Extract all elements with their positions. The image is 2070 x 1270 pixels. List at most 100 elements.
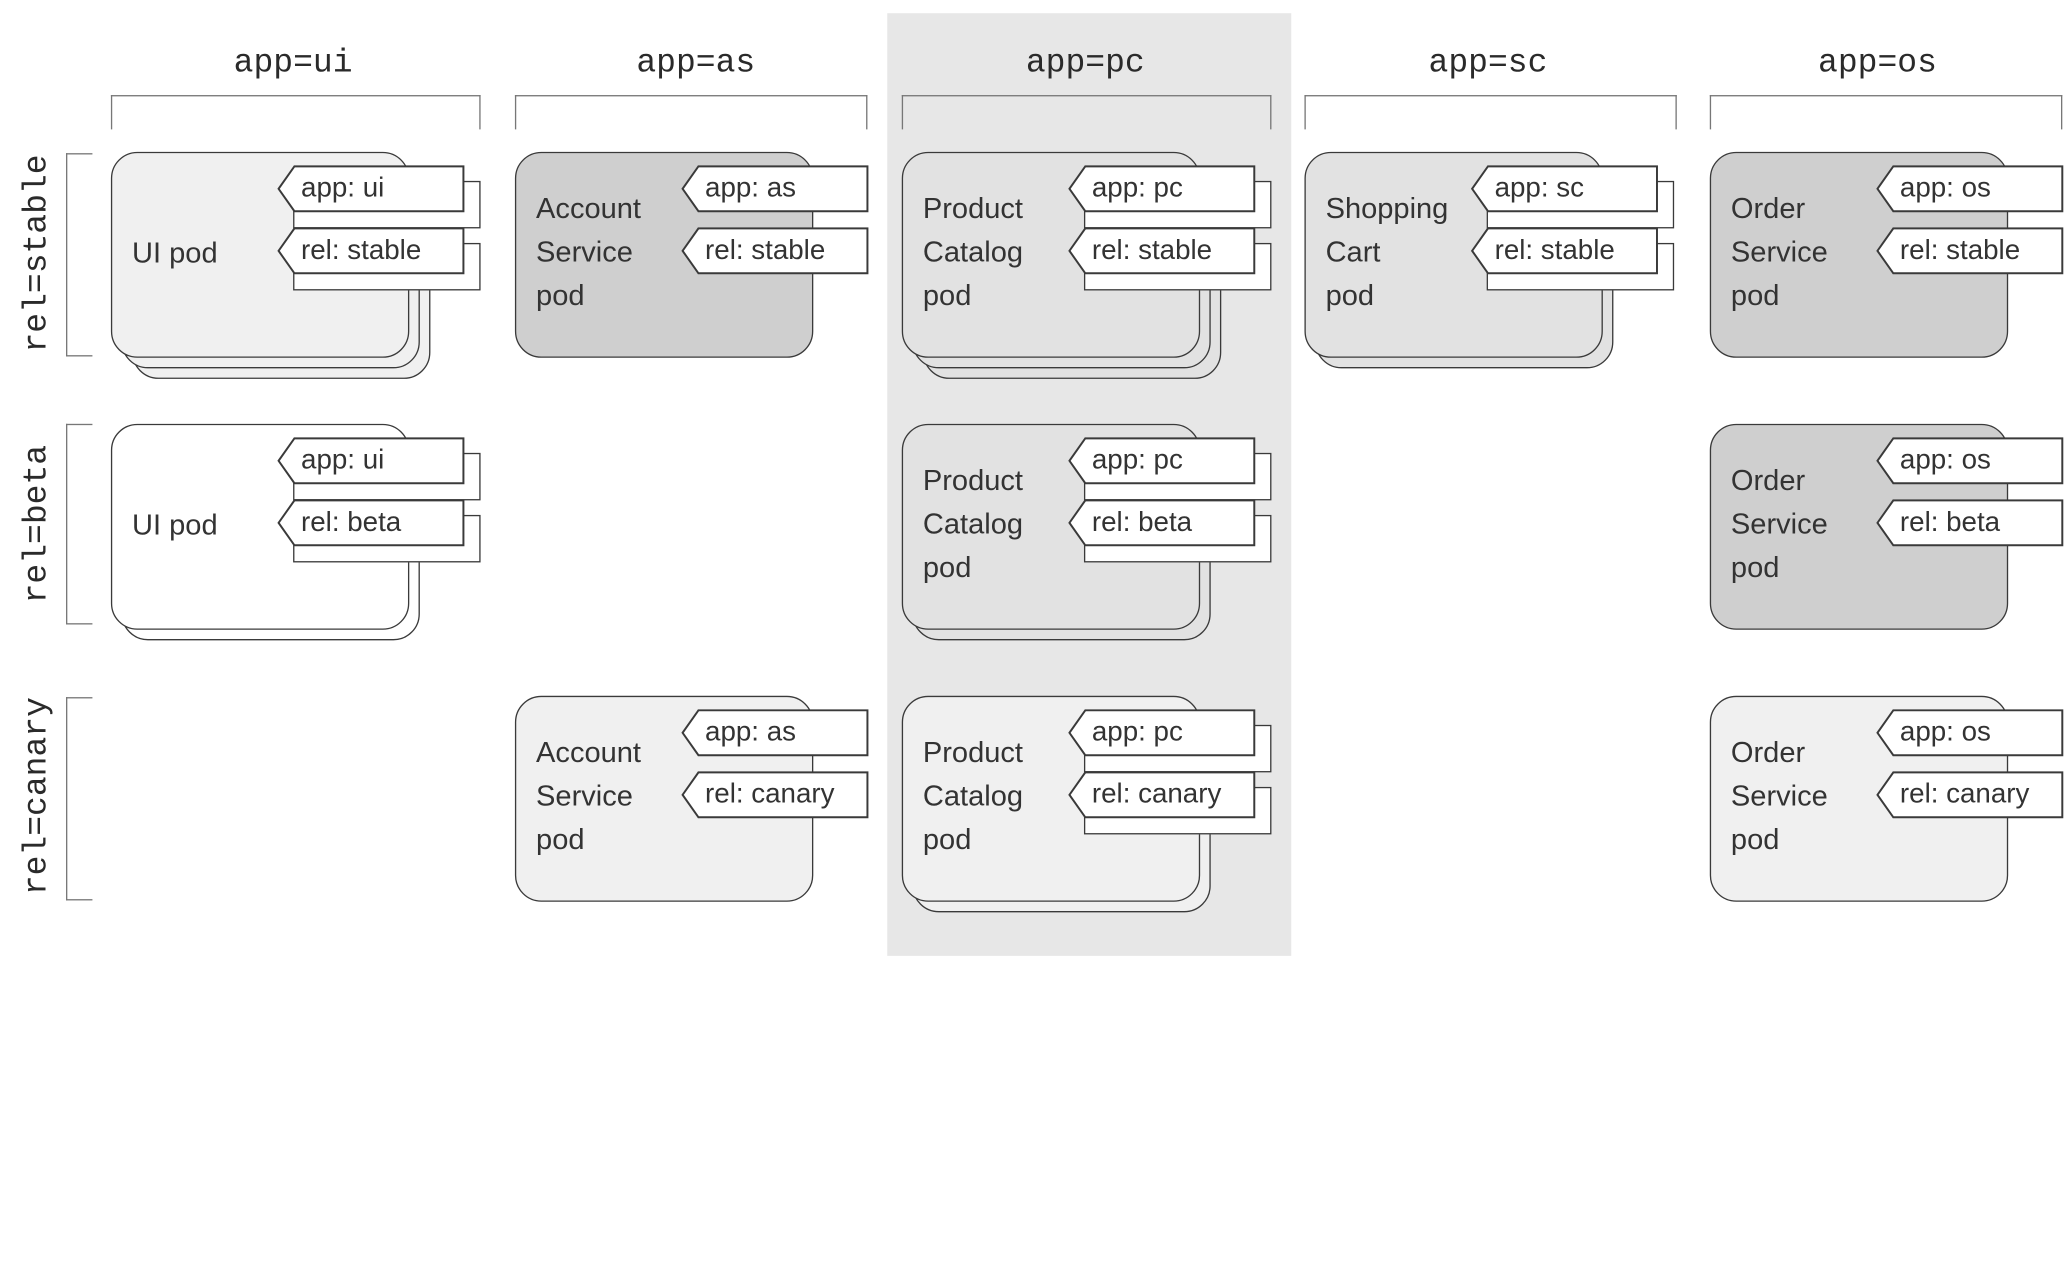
tag-label: rel: beta	[1899, 506, 2001, 538]
tag-label: rel: beta	[1091, 506, 1193, 538]
tag-shape	[1068, 499, 1256, 547]
tag-label: rel: stable	[1899, 235, 2021, 266]
rel-label-tag: rel: beta	[1876, 499, 2064, 547]
pod-order-service-stable: Order Service pod app: os rel: stable	[1709, 151, 2064, 358]
pod-ui-stable: UI pod app: ui rel: stable	[110, 151, 481, 379]
rel-label-tag: rel: beta	[1068, 499, 1272, 563]
row-label-rel-beta: rel=beta	[17, 444, 57, 604]
app-label-tag: app: as	[681, 709, 869, 757]
tag-label: app: os	[1899, 172, 1991, 204]
rel-label-tag: rel: canary	[1068, 771, 1272, 835]
column-bracket	[110, 95, 481, 130]
app-label-tag: app: os	[1876, 165, 2064, 213]
app-label-tag: app: as	[681, 165, 869, 213]
pod-name: Product Catalog pod	[922, 463, 1024, 584]
pod-name: Account Service pod	[536, 735, 642, 856]
pod-account-service-stable: Account Service pod app: as rel: stable	[514, 151, 869, 358]
tag-shape	[1876, 227, 2064, 275]
tag-label: app: sc	[1494, 172, 1584, 204]
tag-label: app: ui	[301, 444, 385, 476]
pod-name: Order Service pod	[1730, 191, 1828, 312]
tag-label: app: as	[705, 172, 796, 204]
tag-shape	[1876, 437, 2064, 485]
pod-shopping-cart-stable: Shopping Cart pod app: sc rel: stable	[1304, 151, 1675, 369]
app-label-tag: app: os	[1876, 709, 2064, 757]
row-label-rel-canary: rel=canary	[17, 697, 57, 896]
tag-label: rel: stable	[705, 235, 826, 266]
tag-shape	[1470, 165, 1658, 213]
column-label-app-as: app=as	[636, 43, 756, 82]
pod-name: Order Service pod	[1730, 735, 1828, 856]
app-label-tag: app: pc	[1068, 165, 1272, 229]
tag-label: rel: stable	[301, 235, 422, 266]
rel-label-tag: rel: stable	[1470, 227, 1675, 291]
pod-order-service-beta: Order Service pod app: os rel: beta	[1709, 423, 2064, 630]
pod-name: Order Service pod	[1730, 463, 1828, 584]
tag-shape	[1068, 227, 1256, 275]
tag-label: app: as	[705, 716, 796, 748]
row-bracket	[66, 423, 93, 625]
row-bracket	[66, 697, 93, 901]
column-bracket	[1709, 95, 2063, 130]
tag-shape	[681, 709, 869, 757]
tag-label: app: pc	[1091, 444, 1183, 476]
tag-label: app: pc	[1091, 172, 1183, 204]
rel-label-tag: rel: beta	[277, 499, 481, 563]
column-label-app-os: app=os	[1818, 43, 1937, 82]
pod-name: UI pod	[132, 508, 218, 542]
tag-shape	[681, 165, 869, 213]
rel-label-tag: rel: stable	[681, 227, 869, 275]
pod-name: UI pod	[132, 236, 218, 270]
row-bracket	[66, 153, 93, 357]
rel-label-tag: rel: stable	[277, 227, 481, 291]
tag-label: rel: stable	[1494, 235, 1615, 266]
tag-shape	[277, 165, 465, 213]
app-label-tag: app: os	[1876, 437, 2064, 485]
column-bracket	[514, 95, 868, 130]
tag-label: rel: beta	[301, 506, 402, 538]
app-label-tag: app: ui	[277, 437, 481, 501]
tag-shape	[277, 437, 465, 485]
tag-shape	[1470, 227, 1658, 275]
app-label-tag: app: pc	[1068, 709, 1272, 773]
tag-shape	[277, 227, 465, 275]
rel-label-tag: rel: stable	[1876, 227, 2064, 275]
tag-shape	[681, 227, 869, 275]
tag-label: rel: canary	[705, 778, 835, 810]
pod-name: Account Service pod	[536, 191, 642, 312]
pod-name: Product Catalog pod	[922, 735, 1024, 856]
pod-ui-beta: UI pod app: ui rel: beta	[110, 423, 481, 641]
pod-product-catalog-beta: Product Catalog pod app: pc rel: beta	[901, 423, 1272, 641]
tag-shape	[1068, 709, 1256, 757]
tag-shape	[1068, 437, 1256, 485]
tag-shape	[681, 771, 869, 819]
pod-account-service-canary: Account Service pod app: as rel: canary	[514, 695, 869, 902]
pod-name: Product Catalog pod	[922, 191, 1024, 312]
column-bracket	[901, 95, 1272, 130]
tag-shape	[277, 499, 465, 547]
row-label-rel-stable: rel=stable	[17, 154, 57, 353]
tag-shape	[1876, 771, 2064, 819]
column-label-app-ui: app=ui	[233, 43, 353, 82]
tag-shape	[1876, 165, 2064, 213]
pod-name: Shopping Cart pod	[1325, 191, 1449, 312]
column-bracket	[1304, 95, 1677, 130]
column-label-app-sc: app=sc	[1428, 43, 1548, 82]
tag-shape	[1068, 771, 1256, 819]
tag-label: app: pc	[1091, 716, 1183, 748]
tag-label: app: ui	[301, 172, 385, 204]
tag-shape	[1876, 709, 2064, 757]
tag-label: rel: canary	[1899, 778, 2030, 810]
tag-shape	[1876, 499, 2064, 547]
app-label-tag: app: ui	[277, 165, 481, 229]
tag-label: app: os	[1899, 444, 1991, 476]
tag-label: rel: stable	[1091, 235, 1213, 266]
rel-label-tag: rel: stable	[1068, 227, 1272, 291]
column-label-app-pc: app=pc	[1025, 43, 1145, 82]
rel-label-tag: rel: canary	[1876, 771, 2064, 819]
tag-shape	[1068, 165, 1256, 213]
tag-label: app: os	[1899, 716, 1991, 748]
pod-product-catalog-stable: Product Catalog pod app: pc rel: stable	[901, 151, 1272, 379]
pod-order-service-canary: Order Service pod app: os rel: canary	[1709, 695, 2064, 902]
